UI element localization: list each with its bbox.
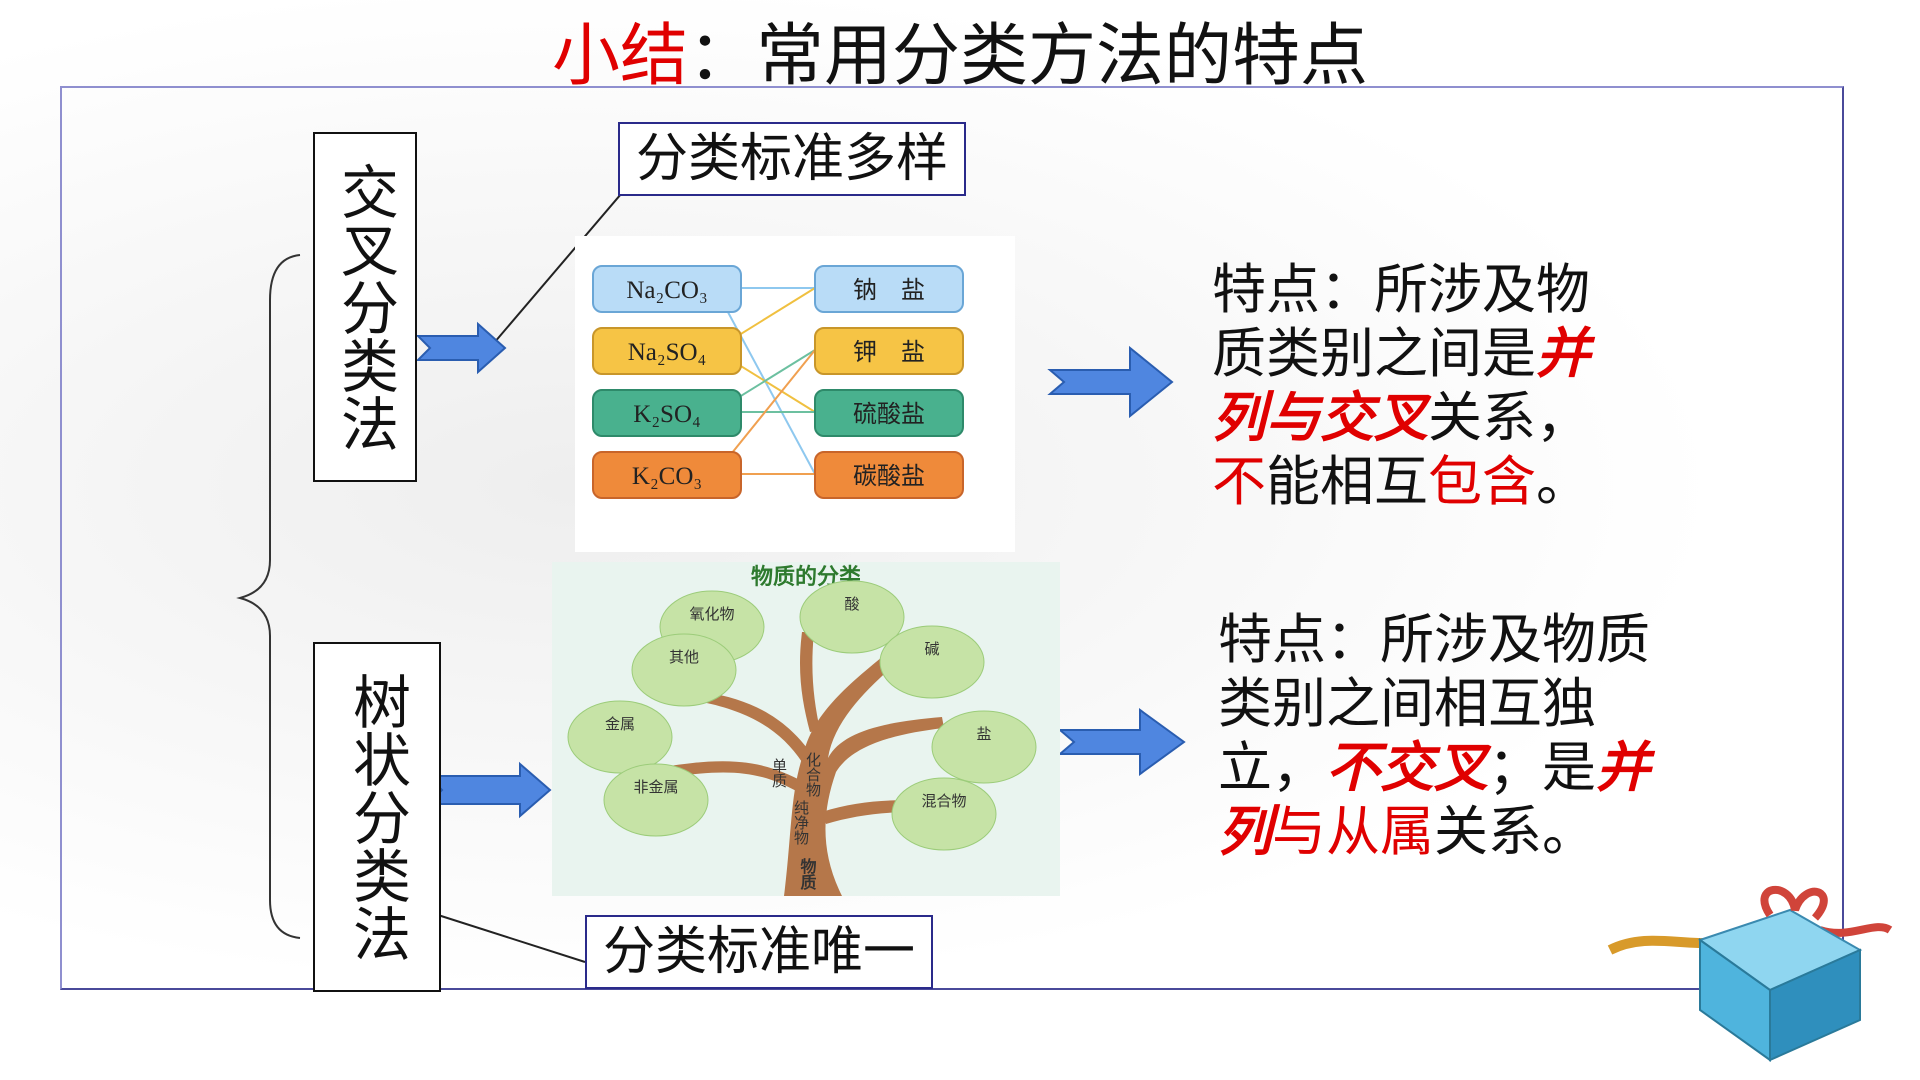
salt-type-chip (814, 265, 964, 313)
feature-text-part: 不 (1212, 450, 1266, 513)
arrow-icon (1047, 345, 1174, 419)
compound-chip (592, 327, 742, 375)
leaf-label: 盐 (976, 726, 991, 743)
salt-type-chip (814, 389, 964, 437)
feature-text-part: 能相互 (1266, 450, 1428, 513)
cross-standard-box: 分类标准多样 (618, 122, 967, 196)
compound-chip (592, 451, 742, 499)
feature-text-part: 并 (1536, 322, 1590, 385)
feature-text-part: 关系。 (1434, 800, 1596, 863)
branch-label: 纯净物 (792, 800, 809, 846)
tree-trunk (670, 632, 944, 896)
feature-text-part: 特点：所涉及物质 (1218, 608, 1650, 671)
leaf-label: 氧化物 (689, 606, 734, 623)
leaf-node (631, 633, 737, 707)
title-rest: 常用分类方法的特点 (756, 17, 1369, 96)
leaf-node (891, 777, 997, 851)
title-colon: ： (687, 17, 756, 96)
compound-chip (592, 265, 742, 313)
tree-standard-box: 分类标准唯一 (585, 915, 934, 989)
arrow-icon (425, 761, 552, 819)
feature-text-part: 不交叉 (1326, 736, 1488, 799)
feature-text-part: 并列 (1218, 736, 1650, 863)
salt-type-label: 硫酸盐 (853, 401, 925, 428)
salt-type-label: 钾 盐 (853, 339, 925, 366)
salt-type-label: 钠 盐 (853, 277, 925, 304)
feature-text-part: 包含 (1428, 450, 1536, 513)
compound-label: K₂CO₃ (632, 463, 702, 490)
content-frame (60, 86, 1844, 990)
compound-label: Na₂SO₄ (628, 339, 707, 366)
feature-text-part: ， (1272, 736, 1326, 799)
tree-method-label: 树状分类法 (313, 642, 441, 992)
compound-chip (592, 389, 742, 437)
slide-title: 小结：常用分类方法的特点 (0, 12, 1920, 102)
feature-text-part: 质类别之间是 (1212, 322, 1536, 385)
compound-label: Na₂CO₃ (626, 277, 707, 304)
feature-text-part: 特点：所涉及物 (1212, 258, 1590, 321)
leaf-node (931, 710, 1037, 784)
tree-branch-labels: 化合物 单质 纯净物 物质 (770, 752, 821, 891)
arrow-icon (1057, 708, 1186, 776)
leaf-label: 碱 (924, 641, 939, 658)
tree-classification-diagram: 物质的分类 氧化物酸其他碱金属盐非金属混合物 化合物 单质 纯净物 物质 (552, 562, 1060, 896)
salt-type-chip (814, 327, 964, 375)
feature-text-part: 与从属 (1272, 800, 1434, 863)
feature-text-part: 类别之间相互独立 (1218, 672, 1596, 799)
gift-box-icon (1607, 885, 1893, 1062)
leaf-label: 酸 (844, 596, 859, 613)
left-brace (236, 254, 301, 939)
branch-label: 物质 (798, 857, 817, 891)
cross-feature-text: 特点：所涉及物质类别之间是并列与交叉关系， 不能相互包含。 (1212, 258, 1622, 514)
leaf-node (799, 580, 905, 654)
feature-text-part: 。 (1536, 450, 1590, 513)
leaf-label: 金属 (605, 716, 635, 733)
tree-connector-line (437, 914, 586, 963)
leaf-node (879, 625, 985, 699)
branch-label: 单质 (770, 758, 787, 788)
feature-text-part: ；是 (1488, 736, 1596, 799)
salt-type-chip (814, 451, 964, 499)
tree-feature-text: 特点：所涉及物质类别之间相互独立，不交叉；是并列与从属关系。 (1218, 608, 1688, 864)
leaf-label: 其他 (669, 649, 699, 666)
leaf-label: 非金属 (633, 779, 678, 796)
leaf-node (603, 763, 709, 837)
title-prefix: 小结 (551, 17, 688, 96)
arrow-icon (415, 321, 507, 375)
leaf-label: 混合物 (921, 793, 966, 810)
salt-type-label: 碳酸盐 (853, 463, 925, 490)
feature-text-part: 列与交叉 (1212, 386, 1428, 449)
compound-label: K₂SO₄ (633, 401, 700, 428)
leaf-node (567, 700, 673, 774)
branch-label: 化合物 (804, 752, 821, 798)
feature-text-part: 关系， (1428, 386, 1590, 449)
cross-method-label: 交叉分类法 (313, 132, 417, 482)
